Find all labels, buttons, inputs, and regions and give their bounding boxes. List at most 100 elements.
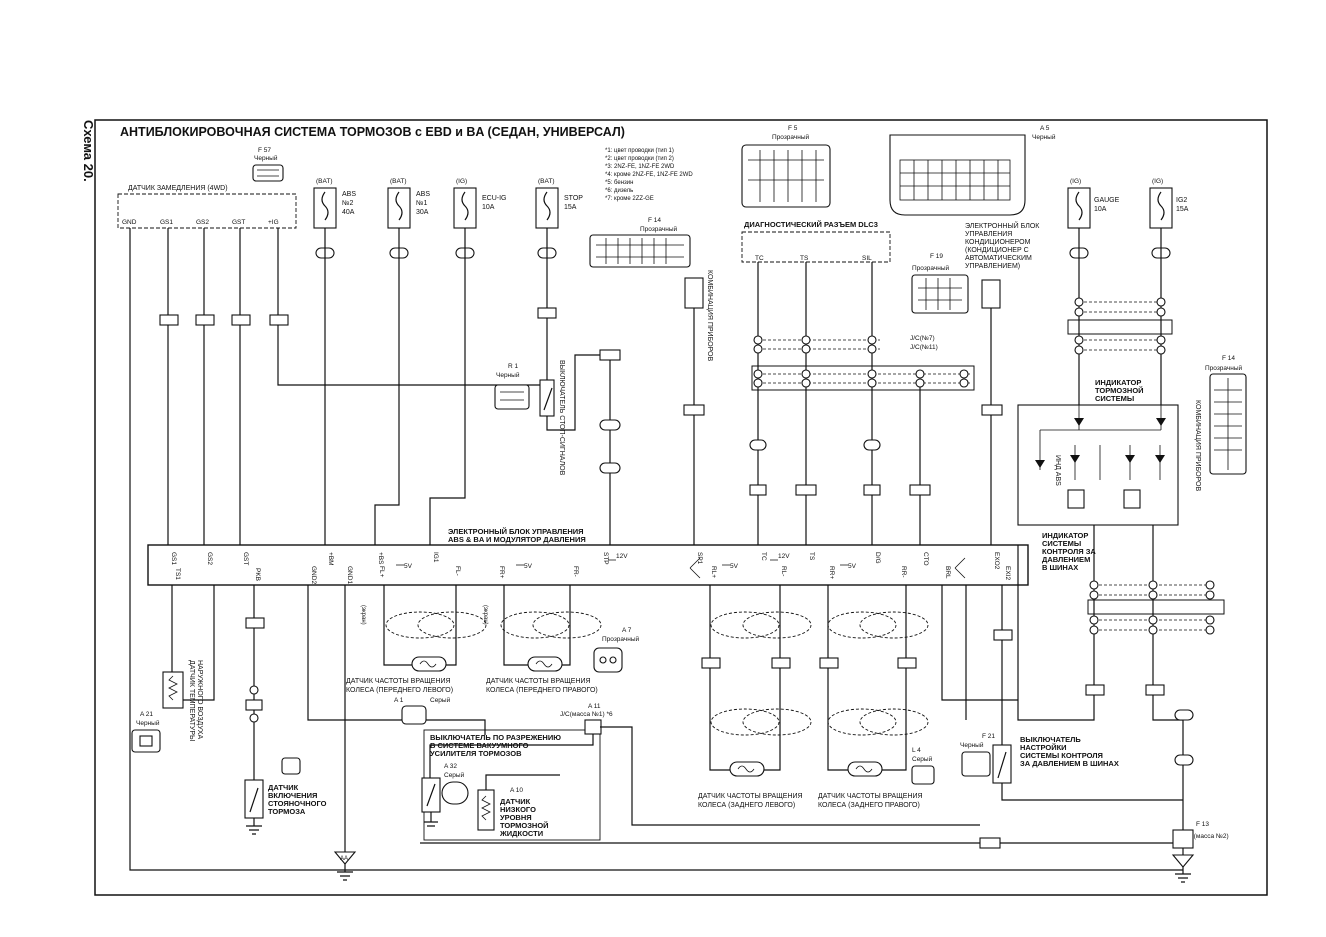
rl-shield-c (710, 708, 780, 736)
l4-color: Серый (912, 755, 933, 763)
fuse-stop-body (535, 187, 559, 229)
fluid-line-5: ЖИДКОСТИ (499, 829, 543, 838)
ecu-pin-tc: TC (760, 552, 767, 561)
jc7-node-8 (801, 369, 811, 379)
ecu-pin-gs2: GS2 (206, 552, 213, 565)
f21-ref: F 21 (982, 733, 995, 740)
tire-switch-icon (997, 751, 1007, 779)
a1-connector: A 1 Серый (394, 696, 451, 725)
fuse-abs1-rating: 30A (416, 209, 429, 216)
dlc3-connector-icon (741, 144, 831, 208)
decel-pin-gs2: GS2 (196, 219, 209, 226)
tire-switch-label: ВЫКЛЮЧАТЕЛЬ НАСТРОЙКИ СИСТЕМЫ КОНТРОЛЯ З… (1020, 735, 1119, 768)
fuse-ig2-name: IG2 (1176, 197, 1187, 204)
tire-switch-line-4: ЗА ДАВЛЕНИЕМ В ШИНАХ (1020, 759, 1119, 768)
ac-ecu-line-3: КОНДИЦИОНЕРОМ (965, 239, 1031, 246)
notes-block: *1: цвет проводки (тип 1) *2: цвет прово… (605, 148, 693, 202)
ecu-voltage-12v-1: 12V (616, 553, 628, 560)
dlc3-connector-grid (748, 150, 824, 202)
fuse-ecuig-rating: 10A (482, 204, 495, 211)
connector-af3-exi2 (993, 629, 1013, 641)
connector-right-f (1174, 754, 1194, 766)
wire-brl (941, 585, 1018, 701)
connector-fr1-b (599, 349, 621, 361)
f13-ref: F 13 (1196, 821, 1209, 828)
fr-wires (503, 585, 571, 666)
jc7-node-6 (867, 344, 877, 354)
ecu-pin-rl-plus: RL+ (710, 566, 717, 578)
fuse-ecuig-source: (IG) (456, 178, 467, 185)
note-1: *1: цвет проводки (тип 1) (605, 148, 674, 154)
connector-af-3 (231, 314, 251, 326)
parking-connector-icon (281, 757, 301, 775)
gauge-junction-dash (1079, 301, 1161, 351)
a7-note: Прозрачный (602, 635, 640, 643)
fuse-gauge-name: GAUGE (1094, 197, 1120, 204)
ecu-voltage-12v-2: 12V (778, 553, 790, 560)
a32-color: Серый (444, 771, 465, 779)
fuse-ig2-icon (1157, 191, 1165, 221)
gj-node-5 (1074, 335, 1084, 345)
parking-line-3: СТОЯНОЧНОГО (268, 799, 327, 808)
rl-shield-a (710, 611, 780, 639)
ecu-transistor-2-icon (689, 557, 701, 579)
f14-right-connector-grid (1214, 378, 1242, 470)
a5-ref: A 5 (1040, 125, 1050, 132)
rj-node-1 (1089, 580, 1099, 590)
connector-al1-rl-a (701, 657, 721, 669)
fuse-stop-source: (BAT) (538, 178, 555, 185)
f19-connector: F 19 Прозрачный (911, 253, 969, 314)
combo-meter-label-top: КОМБИНАЦИЯ ПРИБОРОВ (706, 270, 713, 361)
combo-meter-s1-box (684, 277, 704, 309)
fuse-abs1-source: (BAT) (390, 178, 407, 185)
rr-shield-a (827, 611, 897, 639)
connector-af-2 (195, 314, 215, 326)
ecu-transistor-icon (954, 557, 966, 579)
abs-ecu-label-2: ABS & BA И МОДУЛЯТОР ДАВЛЕНИЯ (448, 535, 586, 544)
wire-fluid (485, 774, 560, 790)
a1-ref: A 1 (394, 697, 404, 704)
rl-shield-b (742, 611, 812, 639)
diode-1-icon (1074, 418, 1084, 426)
f13-connector-icon (1172, 829, 1194, 849)
fuse-ecu-ig: (IG) ECU-IG 10A (453, 178, 507, 259)
fuse-gauge-body (1067, 187, 1091, 229)
f14-right-ref: F 14 (1222, 355, 1235, 362)
jc7-node-16 (959, 378, 969, 388)
connector-af3-r2 (1145, 684, 1165, 696)
rj-node-6 (1205, 590, 1215, 600)
ecu-pin-rr-plus: RR+ (828, 566, 835, 579)
right-junction-box (1087, 599, 1225, 615)
fuse-stop-icon (543, 191, 551, 221)
decel-sensor-connector-icon (252, 164, 284, 182)
l4-ref: L 4 (912, 747, 921, 754)
connector-pkb-b (245, 699, 263, 711)
fuse-abs1-name: ABS (416, 191, 430, 198)
a7-ref: A 7 (622, 627, 632, 634)
vacuum-switch-icon (426, 783, 436, 807)
f21-connector-icon (961, 751, 991, 777)
fuse-stop-name: STOP (564, 195, 583, 202)
connector-tc-b (749, 484, 767, 496)
jc7-node-4 (753, 344, 763, 354)
fl-coil-icon (419, 660, 437, 668)
combo-meter-label-right: КОМБИНАЦИЯ ПРИБОРОВ (1194, 400, 1201, 491)
a5-note: Черный (1032, 133, 1056, 141)
fr-shield-left (500, 611, 570, 639)
fuse-abs1-body (387, 187, 411, 229)
gj-node-8 (1156, 345, 1166, 355)
jc1-connector: A 11 J/C(масса №1) *6 (560, 703, 613, 735)
ecu-pin-bm: +BM (327, 552, 334, 566)
connector-af2-bottom (979, 837, 1001, 849)
wire-ground-bus (129, 700, 1183, 871)
note-2: *2: цвет проводки (тип 2) (605, 156, 674, 162)
jc7-node-2 (801, 335, 811, 345)
rear-right-sensor: ДАТЧИК ЧАСТОТЫ ВРАЩЕНИЯ КОЛЕСА (ЗАДНЕГО … (818, 585, 929, 809)
decel-sensor-label: ДАТЧИК ЗАМЕДЛЕНИЯ (4WD) (128, 185, 228, 192)
rr-shield-b (859, 611, 929, 639)
f19-note: Прозрачный (912, 264, 950, 272)
ac-ecu-line-5: АВТОМАТИЧЕСКИМ (965, 255, 1032, 262)
parking-line-4: ТОРМОЗА (268, 807, 306, 816)
rj-node-11 (1205, 615, 1215, 625)
connector-sil-b (863, 484, 881, 496)
